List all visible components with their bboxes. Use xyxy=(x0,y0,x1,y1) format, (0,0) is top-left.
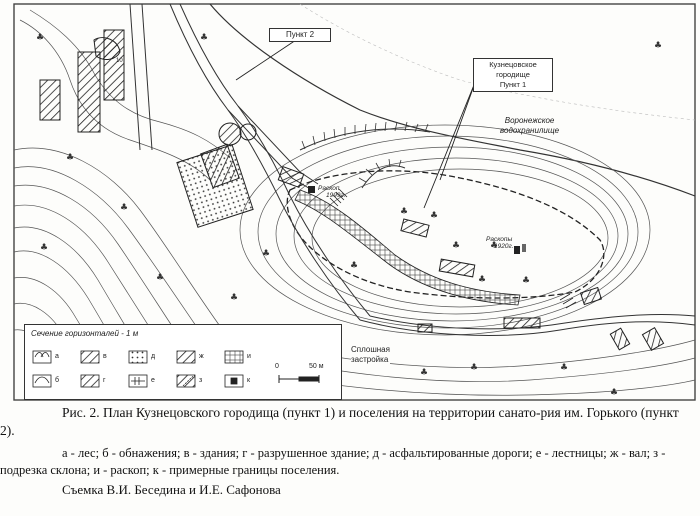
caption-title: Рис. 2. План Кузнецовского городища (пун… xyxy=(0,405,679,438)
leader-lines xyxy=(235,39,477,209)
caption-survey-credit: Съемка В.И. Беседина и И.Е. Сафонова xyxy=(62,482,281,497)
label-zastroyka-line1: Сплошная xyxy=(351,345,390,354)
legend-key-e: е xyxy=(151,377,155,384)
site-plan-map: ♣ ♣ ♣ ♣ ♣ ♣ ♣ ♣ ♣ ♣ ♣ ♣ ♣ ♣ ♣ ♣ ♣ ♣ ♣ ♣ xyxy=(13,3,696,401)
label-punkt-1: Пункт 1 xyxy=(499,80,527,89)
svg-text:♣: ♣ xyxy=(654,41,662,51)
label-reservoir-line1: Воронежское xyxy=(504,116,555,125)
svg-text:♣: ♣ xyxy=(470,363,478,373)
legend-key-g: г xyxy=(103,377,106,384)
reservoir-shoreline xyxy=(209,3,696,197)
svg-text:♣: ♣ xyxy=(610,388,618,398)
scale-end: 50 м xyxy=(309,363,324,370)
legend-swatches xyxy=(32,350,320,388)
svg-text:♣: ♣ xyxy=(560,363,568,373)
scale-start: 0 xyxy=(275,363,279,370)
legend-key-d: д xyxy=(151,353,156,360)
reservoir-shoreline-old xyxy=(299,3,696,121)
settlement-boundary xyxy=(286,170,605,299)
label-raskopy-1920: Раскопы 1920г. xyxy=(486,236,513,250)
figure-caption: Рис. 2. План Кузнецовского городища (пун… xyxy=(0,404,700,499)
svg-text:♣: ♣ xyxy=(230,293,238,303)
legend-key-b: б xyxy=(55,377,60,384)
label-raskop-1999-line2: 1999г. xyxy=(326,192,346,199)
label-punkt-2: Пункт 2 xyxy=(269,28,331,42)
label-raskopy-line1: Раскопы xyxy=(486,236,513,243)
slope-cut xyxy=(294,189,521,306)
svg-text:♣: ♣ xyxy=(452,241,460,251)
svg-text:♣: ♣ xyxy=(400,207,408,217)
label-raskopy-line2: 1920г. xyxy=(494,243,514,250)
legend-key-k: к xyxy=(247,377,251,384)
svg-text:♣: ♣ xyxy=(156,273,164,283)
legend-title: Сечение горизонталей - 1 м xyxy=(31,329,139,338)
svg-text:♣: ♣ xyxy=(262,249,270,259)
ramparts xyxy=(93,37,257,146)
svg-text:♣: ♣ xyxy=(66,153,74,163)
label-zastroyka-line2: застройка xyxy=(351,355,389,364)
legend-key-zh: ж xyxy=(199,353,204,360)
svg-text:♣: ♣ xyxy=(40,243,48,253)
legend-key-v: в xyxy=(103,353,107,360)
label-raskop-1999-line1: Раскоп xyxy=(318,185,340,192)
label-gorodishche-line2: городище xyxy=(496,70,530,79)
label-reservoir-line2: водохранилище xyxy=(500,126,560,135)
ruined-building xyxy=(176,144,254,228)
label-reservoir: Воронежское водохранилище xyxy=(500,116,559,136)
svg-text:♣: ♣ xyxy=(478,275,486,285)
contour-number: 10 xyxy=(116,58,123,64)
svg-text:♣: ♣ xyxy=(36,33,44,43)
svg-text:♣: ♣ xyxy=(350,261,358,271)
svg-text:♣: ♣ xyxy=(490,241,498,251)
legend-key-a: а xyxy=(55,353,59,360)
label-built-up-area: Сплошная застройка xyxy=(351,345,390,365)
label-gorodishche-line1: Кузнецовское xyxy=(489,60,537,69)
stairs xyxy=(329,188,577,309)
caption-legend-text: а - лес; б - обнажения; в - здания; г - … xyxy=(0,446,666,477)
legend-key-z: з xyxy=(199,377,203,384)
svg-text:♣: ♣ xyxy=(430,211,438,221)
svg-text:♣: ♣ xyxy=(120,203,128,213)
excavations xyxy=(308,186,526,254)
map-legend: Сечение горизонталей - 1 м xyxy=(24,324,342,400)
label-raskop-1999: Раскоп 1999г. xyxy=(318,185,345,199)
svg-text:♣: ♣ xyxy=(200,33,208,43)
roads xyxy=(129,3,696,336)
forest-symbols: ♣ ♣ ♣ ♣ ♣ ♣ ♣ ♣ ♣ ♣ ♣ ♣ ♣ ♣ ♣ ♣ ♣ ♣ ♣ ♣ xyxy=(36,33,662,398)
legend-key-i: и xyxy=(247,353,251,360)
map-frame xyxy=(13,3,696,401)
svg-text:♣: ♣ xyxy=(420,368,428,378)
svg-text:♣: ♣ xyxy=(522,276,530,286)
outcrop-ticks xyxy=(299,121,431,189)
label-gorodishche: Кузнецовское городище Пункт 1 xyxy=(473,58,553,92)
